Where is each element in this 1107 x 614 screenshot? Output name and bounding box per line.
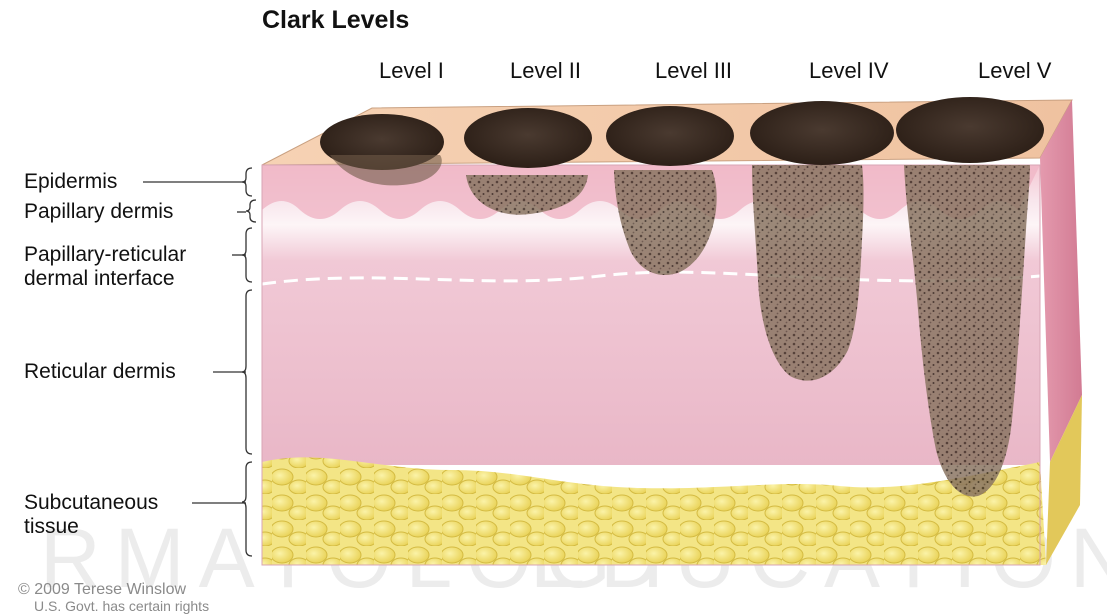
level-4-label: Level IV bbox=[809, 58, 889, 84]
level-5-label: Level V bbox=[978, 58, 1051, 84]
label-interface-line2: dermal interface bbox=[24, 267, 175, 291]
rights-text: U.S. Govt. has certain rights bbox=[34, 598, 209, 614]
subcutaneous-fat bbox=[262, 457, 1046, 565]
level-1-label: Level I bbox=[379, 58, 444, 84]
diagram-title: Clark Levels bbox=[262, 6, 409, 35]
level-3-label: Level III bbox=[655, 58, 732, 84]
label-papillary-dermis: Papillary dermis bbox=[24, 200, 173, 224]
label-reticular-dermis: Reticular dermis bbox=[24, 360, 176, 384]
label-interface-line1: Papillary-reticular bbox=[24, 243, 186, 267]
label-subcutaneous-line1: Subcutaneous bbox=[24, 491, 158, 515]
level-2-label: Level II bbox=[510, 58, 581, 84]
lesion-level-2 bbox=[464, 108, 592, 168]
label-subcutaneous-line2: tissue bbox=[24, 515, 79, 539]
lesion-level-3 bbox=[606, 106, 734, 166]
layer-brackets bbox=[242, 168, 256, 556]
skin-side-face bbox=[1040, 100, 1082, 462]
copyright-text: © 2009 Terese Winslow bbox=[18, 582, 186, 598]
label-epidermis: Epidermis bbox=[24, 170, 117, 194]
lesion-level-5 bbox=[896, 97, 1044, 163]
lesion-level-4 bbox=[750, 101, 894, 165]
label-leader-lines bbox=[143, 182, 246, 503]
